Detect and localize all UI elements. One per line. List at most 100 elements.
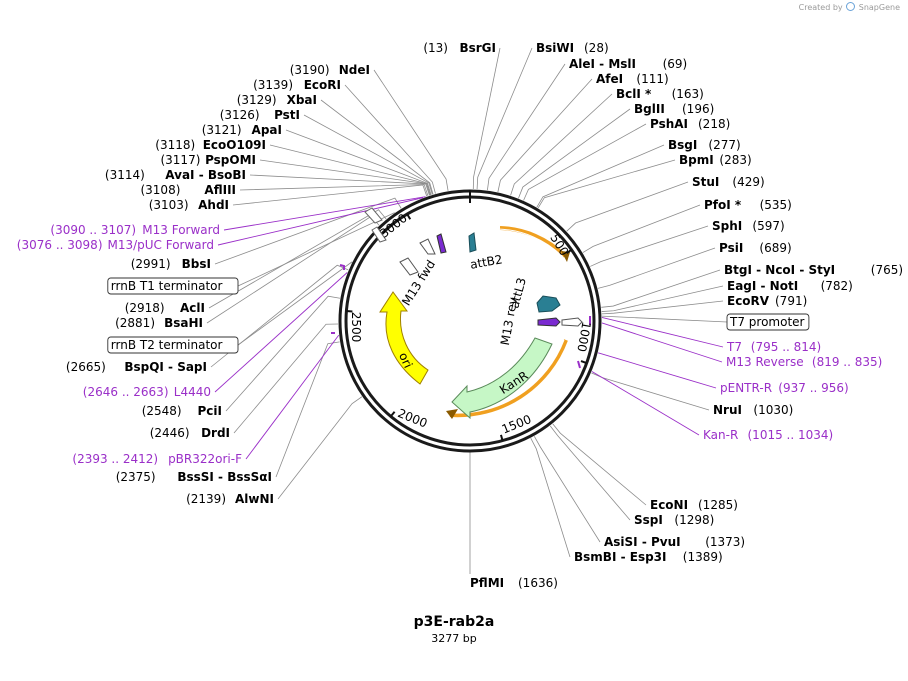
site-bspqi-sapi[interactable]: BspQI - SapI(2665) — [66, 360, 207, 374]
primer-name: T7 — [726, 340, 742, 354]
tick-mark-3000 — [406, 213, 412, 220]
site-bsiwi[interactable]: BsiWI(28) — [536, 41, 609, 55]
site-bglii[interactable]: BglII(196) — [634, 102, 714, 116]
primer-t7[interactable]: T7(795 .. 814) — [726, 340, 821, 354]
site-sphi[interactable]: SphI(597) — [712, 219, 785, 233]
site-acli[interactable]: AclI(2918) — [125, 301, 205, 315]
primer-m13-forward[interactable]: M13 Forward(3090 .. 3107) — [50, 223, 220, 237]
primer-leader-line — [601, 316, 724, 348]
term-arrow-1 — [364, 207, 383, 224]
site-avai-bsobi[interactable]: AvaI - BsoBI(3114) — [105, 168, 246, 182]
leader-line — [303, 114, 433, 195]
site-name: EagI - NotI — [727, 279, 798, 293]
leader-line — [601, 269, 721, 308]
site-position: (218) — [698, 117, 730, 131]
primer-kan-r[interactable]: Kan-R(1015 .. 1034) — [703, 428, 833, 442]
plasmid-name: p3E-rab2a — [413, 614, 495, 630]
primer-mark-l4440 — [339, 264, 345, 270]
site-bsgi[interactable]: BsgI(277) — [668, 138, 741, 152]
site-bsrgi[interactable]: BsrGI(13) — [423, 41, 496, 55]
feature-box — [107, 277, 239, 295]
leader-line — [239, 184, 429, 196]
leader-line — [536, 144, 665, 208]
feature-t7-promoter[interactable]: T7 promoter — [726, 313, 810, 331]
leader-line — [487, 63, 566, 191]
attL3-marker[interactable] — [536, 295, 561, 313]
site-name: AsiSI - PvuI — [604, 535, 681, 549]
site-psii[interactable]: PsiI(689) — [719, 241, 792, 255]
attB2-marker[interactable] — [468, 232, 477, 253]
feature-name: rrnB T2 terminator — [111, 338, 223, 352]
site-position: (3126) — [220, 108, 260, 122]
tick-mark-1000 — [580, 360, 587, 365]
site-name: AleI - MslI — [569, 57, 636, 71]
primer-m13-puc-forward[interactable]: M13/pUC Forward(3076 .. 3098) — [17, 238, 214, 252]
leader-line — [523, 123, 647, 201]
site-bbsi[interactable]: BbsI(2991) — [131, 257, 211, 271]
orange-arc-attB2-core — [497, 228, 564, 258]
feature-label-ori: ori — [396, 350, 415, 370]
primer-range: (937 .. 956) — [778, 381, 848, 395]
site-bsahi[interactable]: BsaHI(2881) — [115, 316, 203, 330]
leader-line — [225, 295, 341, 412]
tick-label-1000: 1000 — [574, 320, 593, 353]
leader-line — [472, 47, 501, 190]
site-ahdi[interactable]: AhdI(3103) — [149, 198, 229, 212]
site-drdi[interactable]: DrdI(2446) — [150, 426, 230, 440]
site-name: AclI — [180, 301, 205, 315]
site-xbai[interactable]: XbaI(3129) — [237, 93, 317, 107]
site-alei-msli[interactable]: AleI - MslI(69) — [569, 57, 687, 71]
site-position: (1285) — [698, 498, 738, 512]
leader-line — [601, 285, 724, 312]
feature-rrnb-t2-terminator[interactable]: rrnB T2 terminator — [107, 336, 239, 354]
site-afei[interactable]: AfeI(111) — [596, 72, 669, 86]
feature-rrnb-t1-terminator[interactable]: rrnB T1 terminator — [107, 277, 239, 295]
primer-l4440[interactable]: L4440(2646 .. 2663) — [83, 385, 211, 399]
leader-line — [275, 341, 340, 478]
site-nrui[interactable]: NruI(1030) — [713, 403, 793, 417]
site-pfoi[interactable]: PfoI *(535) — [704, 198, 792, 212]
m13fwd-arrow-1 — [419, 238, 436, 255]
site-bpmi[interactable]: BpmI(283) — [679, 153, 752, 167]
site-pcii[interactable]: PciI(2548) — [142, 404, 222, 418]
primer-name: pENTR-R — [720, 381, 772, 395]
feature-label-m13-rev: M13 rev — [498, 296, 520, 346]
leader-line — [208, 209, 387, 309]
site-eagi-noti[interactable]: EagI - NotI(782) — [727, 279, 853, 293]
site-ndei[interactable]: NdeI(3190) — [290, 63, 370, 77]
site-name: AflIII — [204, 183, 236, 197]
site-econi[interactable]: EcoNI(1285) — [650, 498, 738, 512]
site-name: EcoO109I — [203, 138, 266, 152]
site-stui[interactable]: StuI(429) — [692, 175, 765, 189]
site-btgi-ncoi-styi[interactable]: BtgI - NcoI - StyI(765) — [724, 263, 903, 277]
site-position: (2548) — [142, 404, 182, 418]
site-asisi-pvui[interactable]: AsiSI - PvuI(1373) — [604, 535, 745, 549]
site-sspi[interactable]: SspI(1298) — [634, 513, 714, 527]
site-name: BglII — [634, 102, 665, 116]
site-bsssi-bsss-i[interactable]: BssSI - BssSαI(2375) — [116, 470, 272, 484]
site-pflmi[interactable]: PflMI(1636) — [470, 576, 558, 590]
m13rev-arrow — [561, 317, 583, 327]
site-name: BtgI - NcoI - StyI — [724, 263, 835, 277]
primer-pentr-r[interactable]: pENTR-R (937 .. 956) — [720, 381, 849, 395]
primer-m13-reverse[interactable]: M13 Reverse(819 .. 835) — [726, 355, 882, 369]
site-ecori[interactable]: EcoRI(3139) — [253, 78, 341, 92]
site-alwni[interactable]: AlwNI(2139) — [186, 492, 274, 506]
leader-line — [206, 216, 380, 324]
site-ecorv[interactable]: EcoRV(791) — [727, 294, 807, 308]
site-pspomi[interactable]: PspOMI(3117) — [160, 153, 256, 167]
leader-line — [549, 425, 631, 521]
site-afliii[interactable]: AflIII(3108) — [140, 183, 236, 197]
site-bcli[interactable]: BclI *(163) — [616, 87, 704, 101]
site-psti[interactable]: PstI(3126) — [220, 108, 300, 122]
site-pshai[interactable]: PshAI(218) — [650, 117, 730, 131]
ori-feature[interactable] — [379, 291, 429, 385]
site-labels: BsiWI(28) AleI - MslI(69)AfeI(111)BclI *(… — [17, 41, 903, 590]
site-bsmbi-esp3i[interactable]: BsmBI - Esp3I(1389) — [574, 550, 723, 564]
site-ecoo109i[interactable]: EcoO109I(3118) — [155, 138, 266, 152]
leader-line — [601, 315, 728, 323]
primer-pbr322ori-f[interactable]: pBR322ori-F(2393 .. 2412) — [72, 452, 242, 466]
site-apai[interactable]: ApaI(3121) — [202, 123, 282, 137]
m13fwd-arrow-2 — [399, 257, 419, 276]
kanR-feature[interactable] — [451, 337, 553, 420]
